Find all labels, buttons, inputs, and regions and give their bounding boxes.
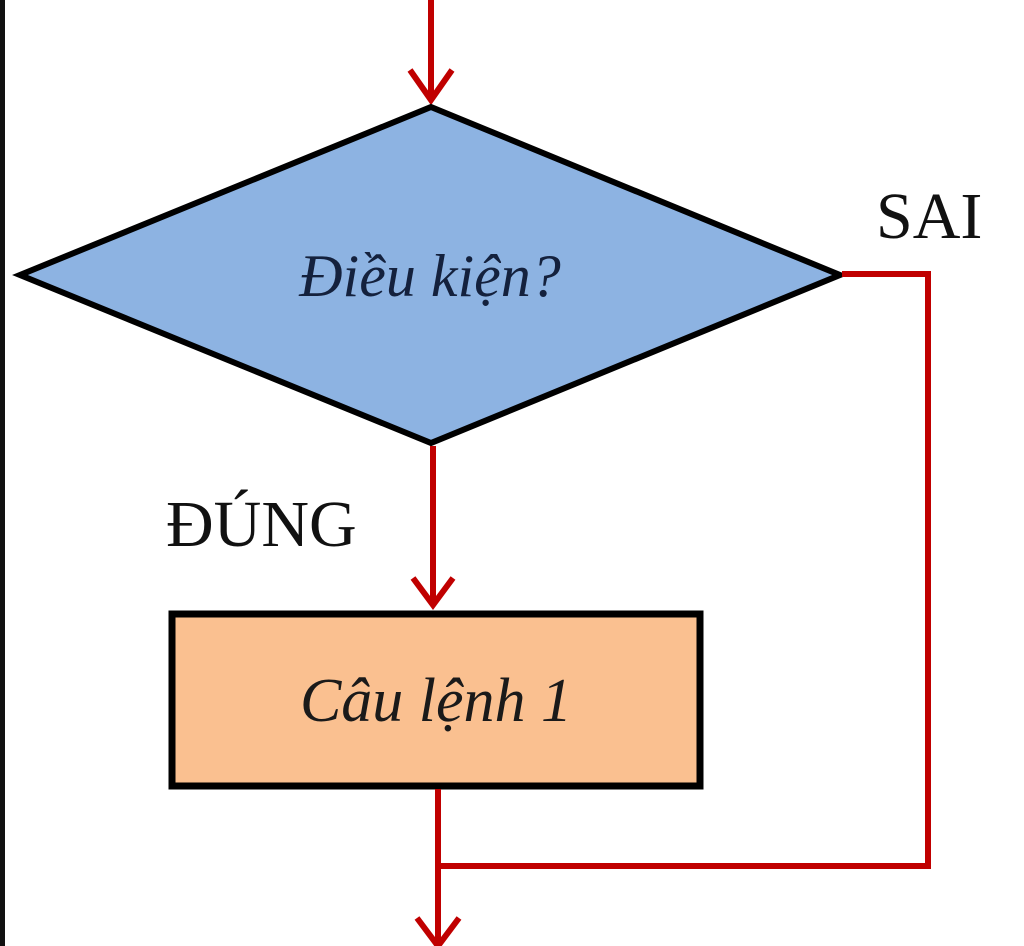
process-box — [168, 610, 704, 790]
exit-arrow — [414, 789, 462, 946]
true-branch-arrow — [410, 446, 456, 611]
true-branch-label: ĐÚNG — [166, 488, 357, 561]
false-branch-line — [440, 271, 931, 869]
decision-label: Điều kiện? — [299, 243, 561, 309]
entry-arrow — [407, 0, 455, 106]
decision-diamond — [12, 103, 848, 447]
left-border — [0, 0, 5, 946]
process-label: Câu lệnh 1 — [299, 667, 573, 735]
false-branch-label: SAI — [876, 180, 983, 253]
